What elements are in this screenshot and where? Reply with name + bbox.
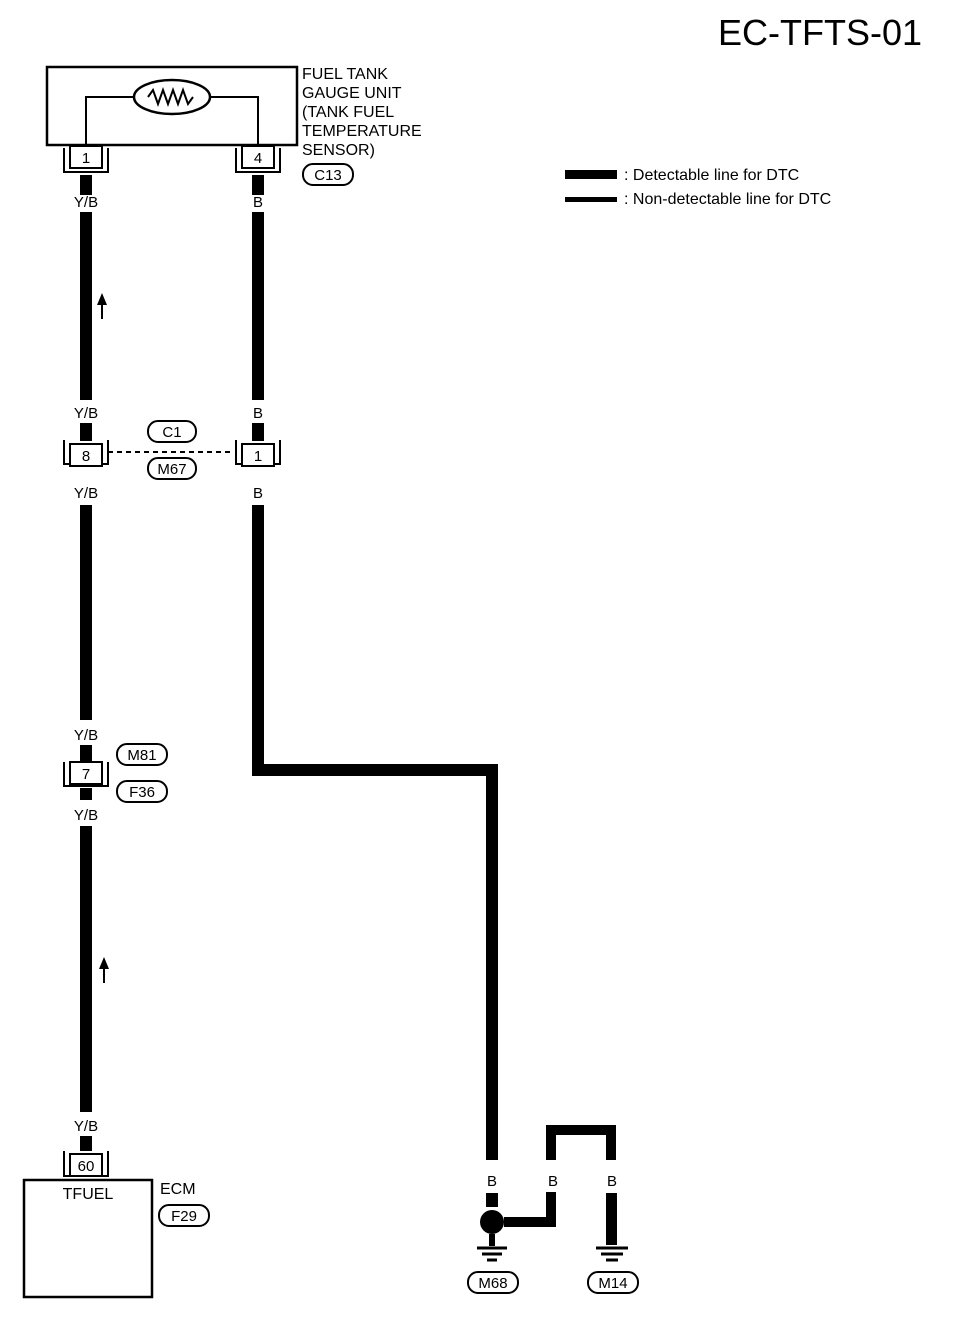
wire-segment-m14-bridge xyxy=(546,1125,616,1160)
sensor-name-line-5: SENSOR) xyxy=(302,142,375,159)
connector-id-badge-c13 xyxy=(302,163,354,186)
sensor-name-line-2: GAUGE UNIT xyxy=(302,85,402,102)
connector-id-badge-f29 xyxy=(158,1204,210,1227)
wire-color-label: B xyxy=(253,405,263,422)
sensor-internal-wire-right xyxy=(210,96,259,148)
legend: : Detectable line for DTC : Non-detectab… xyxy=(565,167,831,208)
ecm-terminal-name: TFUEL xyxy=(63,1186,114,1203)
inline-connector-labels: M81 F36 xyxy=(116,743,168,803)
connector-id-badge-f36 xyxy=(116,780,168,803)
inline-pin-7-housing xyxy=(63,762,109,787)
wire-segment-sensor-ground-stub xyxy=(252,175,264,195)
connector-id-f29: F29 xyxy=(171,1208,197,1225)
sensor-name-line-1: FUEL TANK xyxy=(302,66,388,83)
wire-segment-inline-stub-top xyxy=(80,745,92,761)
current-direction-arrow-icon xyxy=(99,957,109,969)
signal-wire: Y/B Y/B 8 Y/B Y/B 7 Y/B Y/B xyxy=(63,175,109,1151)
connector-id-m81: M81 xyxy=(127,747,156,764)
wire-segment-joint-stub-top xyxy=(80,423,92,441)
sensor-connector-pins: 1 4 xyxy=(63,145,281,173)
connector-id-m14: M14 xyxy=(598,1275,627,1292)
resistor-icon xyxy=(147,87,194,107)
wire-color-label: B xyxy=(607,1173,617,1190)
current-direction-arrow-icon xyxy=(97,293,107,305)
wire-color-label: Y/B xyxy=(74,485,98,502)
joint-pin-8-box xyxy=(69,443,103,467)
sensor-pin-4-housing xyxy=(235,148,281,173)
connector-id-f36: F36 xyxy=(129,784,155,801)
connector-id-c1: C1 xyxy=(162,424,181,441)
diagram-title: EC-TFTS-01 xyxy=(718,12,922,53)
wire-color-label: Y/B xyxy=(74,194,98,211)
connector-id-m67: M67 xyxy=(157,461,186,478)
sensor-pin-1-number: 1 xyxy=(82,150,90,167)
ecm-box xyxy=(22,1178,154,1299)
fuel-tank-gauge-unit: FUEL TANK GAUGE UNIT (TANK FUEL TEMPERAT… xyxy=(45,65,422,186)
current-direction-arrow-shaft xyxy=(103,967,105,983)
sensor-pin-4-number: 4 xyxy=(254,150,262,167)
ground-splice-point xyxy=(480,1210,504,1234)
wire-segment-joint-ground-stub xyxy=(252,423,264,441)
sensor-pin-1-housing xyxy=(63,148,109,173)
ecm-unit: 60 TFUEL ECM F29 xyxy=(22,1151,210,1299)
inline-pin-7-box xyxy=(69,761,103,785)
wire-segment-ecm-stub xyxy=(80,1136,92,1151)
connector-id-m68: M68 xyxy=(478,1275,507,1292)
connector-id-badge-m14 xyxy=(587,1271,639,1294)
ecm-name: ECM xyxy=(160,1181,196,1198)
wire-segment-m14-drop xyxy=(606,1193,617,1245)
sensor-internal-wire-left xyxy=(85,96,134,148)
sensor-name-line-4: TEMPERATURE xyxy=(302,123,422,140)
joint-connector-labels: C1 M67 xyxy=(108,420,232,480)
connector-id-badge-m67 xyxy=(147,457,197,480)
wire-segment-ground-splice-stub xyxy=(486,1193,498,1207)
current-direction-arrow-shaft xyxy=(101,303,103,319)
ground-m68-stem xyxy=(489,1234,495,1246)
ecm-pin-60-number: 60 xyxy=(78,1158,95,1175)
legend-detectable-swatch xyxy=(565,170,617,179)
wire-color-label: Y/B xyxy=(74,727,98,744)
connector-id-badge-m81 xyxy=(116,743,168,766)
legend-detectable-label: : Detectable line for DTC xyxy=(624,167,799,184)
inline-pin-7-number: 7 xyxy=(82,766,90,783)
wire-color-label: B xyxy=(487,1173,497,1190)
legend-non-detectable-label: : Non-detectable line for DTC xyxy=(624,191,831,208)
wire-color-label: B xyxy=(548,1173,558,1190)
wire-segment-ground-upper xyxy=(252,212,264,400)
wire-segment-signal-upper xyxy=(80,212,92,400)
sensor-box xyxy=(45,65,299,147)
connector-id-badge-c1 xyxy=(147,420,197,443)
thermistor-symbol xyxy=(132,78,212,116)
wire-segment-inline-stub-bottom xyxy=(80,788,92,800)
wire-segment-sensor-to-joint xyxy=(80,175,92,195)
wire-color-label: Y/B xyxy=(74,405,98,422)
sensor-name-line-3: (TANK FUEL xyxy=(302,104,394,121)
connector-id-badge-m68 xyxy=(467,1271,519,1294)
wire-color-label: B xyxy=(253,485,263,502)
joint-pin-1-number: 1 xyxy=(254,448,262,465)
wire-color-label: Y/B xyxy=(74,807,98,824)
joint-pin-1-box xyxy=(241,443,275,467)
ground-m14: M14 xyxy=(587,1246,639,1294)
ground-m68: M68 xyxy=(467,1234,519,1294)
ground-wire: B B 1 B B B B xyxy=(235,175,617,1245)
joint-pin-8-number: 8 xyxy=(82,448,90,465)
legend-non-detectable-swatch xyxy=(565,197,617,202)
wire-segment-splice-to-m14 xyxy=(504,1192,556,1227)
sensor-pin-1-box xyxy=(69,145,103,169)
ecm-pin-60-box xyxy=(69,1153,103,1177)
wire-color-label: Y/B xyxy=(74,1118,98,1135)
connector-id-c13: C13 xyxy=(314,167,342,184)
wire-color-label: B xyxy=(253,194,263,211)
wire-segment-signal-lower xyxy=(80,826,92,1112)
wire-segment-ground-route xyxy=(252,505,498,1160)
sensor-pin-4-box xyxy=(241,145,275,169)
wire-segment-signal-middle xyxy=(80,505,92,720)
